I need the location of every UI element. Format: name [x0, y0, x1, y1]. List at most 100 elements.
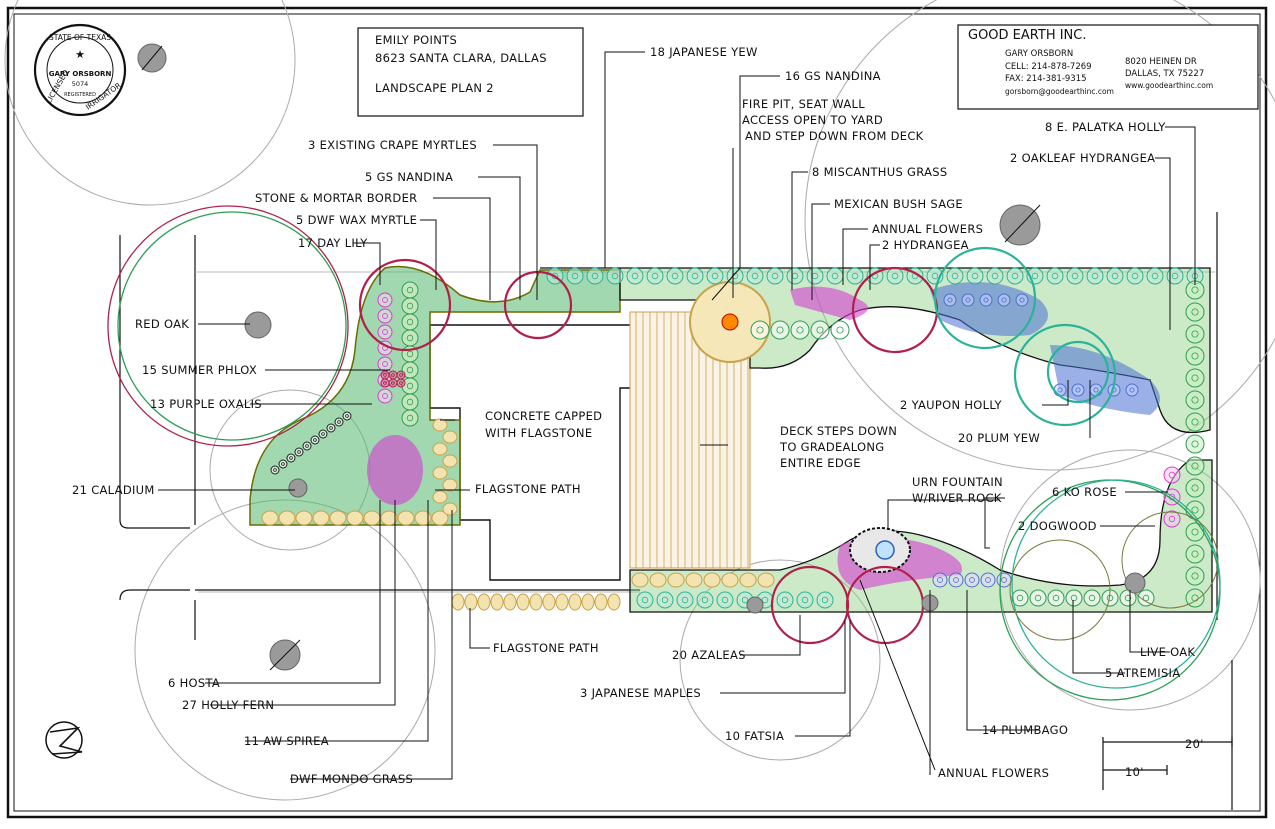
label-caladium: 21 CALADIUM: [72, 483, 155, 497]
shrub-symbol: [1006, 267, 1024, 285]
shrub-symbol: [1185, 346, 1205, 366]
shrub-symbol: [377, 308, 393, 324]
shrub-symbol: [310, 435, 320, 445]
shrub-symbol: [806, 267, 824, 285]
shrub-symbol: [401, 313, 419, 331]
label-annual-flowers-bottom: ANNUAL FLOWERS: [938, 766, 1049, 780]
label-plumbago: 14 PLUMBAGO: [982, 723, 1068, 737]
shrub-symbol: [776, 591, 794, 609]
shrub-symbols: [270, 267, 1205, 609]
label-ko-rose: 6 KO ROSE: [1052, 485, 1117, 499]
company-city: DALLAS, TX 75227: [1125, 69, 1204, 79]
shrub-symbol: [1185, 522, 1205, 542]
shrub-symbol: [1053, 383, 1067, 397]
shrub-symbol: [706, 267, 724, 285]
seal-number: 5074: [72, 80, 89, 88]
flagstone: [442, 454, 458, 468]
company-cell: CELL: 214-878-7269: [1005, 62, 1092, 72]
label-miscanthus: 8 MISCANTHUS GRASS: [812, 165, 947, 179]
shrub-symbol: [790, 320, 810, 340]
flagstone: [363, 510, 381, 526]
flagstone: [431, 510, 449, 526]
label-gs-nandina-5: 5 GS NANDINA: [365, 170, 453, 184]
house-outline: [429, 324, 641, 581]
flagstone: [278, 510, 296, 526]
label-deck-3: ENTIRE EDGE: [780, 456, 861, 470]
shrub-symbol: [946, 267, 964, 285]
shrub-symbol: [1066, 267, 1084, 285]
shrub-symbol: [826, 267, 844, 285]
shrub-symbol: [377, 388, 393, 404]
existing-tree-trunks: [137, 43, 1146, 671]
plan-title: LANDSCAPE PLAN 2: [375, 81, 494, 95]
client-address: 8623 SANTA CLARA, DALLAS: [375, 51, 547, 65]
seal-registered: REGISTERED: [64, 92, 96, 98]
shrub-symbol: [586, 267, 604, 285]
shrub-symbol: [270, 465, 280, 475]
flagstone: [477, 593, 491, 611]
leader-lines: [158, 51, 1196, 780]
company-fax: FAX: 214-381-9315: [1005, 74, 1087, 84]
flagstone: [442, 478, 458, 492]
label-oakleaf: 2 OAKLEAF HYDRANGEA: [1010, 151, 1155, 165]
flagstone: [414, 510, 432, 526]
shrub-symbol: [816, 591, 834, 609]
shrub-symbol: [980, 572, 996, 588]
shrub-symbol: [996, 572, 1012, 588]
shrub-symbol: [766, 267, 784, 285]
flagstone: [757, 572, 775, 588]
flagstone: [432, 466, 448, 480]
shrub-symbol: [1029, 589, 1047, 607]
label-dogwood: 2 DOGWOOD: [1018, 519, 1097, 533]
company-person: GARY ORSBORN: [1005, 49, 1073, 59]
shrub-symbol: [1047, 589, 1065, 607]
shrub-symbol: [796, 591, 814, 609]
seal-top: STATE OF TEXAS: [49, 33, 111, 42]
shrub-symbol: [1185, 390, 1205, 410]
flagstone: [442, 502, 458, 516]
flagstone: [312, 510, 330, 526]
shrub-symbol: [626, 267, 644, 285]
shrub-symbol: [388, 370, 398, 380]
shrub-symbol: [396, 370, 406, 380]
flagstone: [490, 593, 504, 611]
label-red-oak: RED OAK: [135, 317, 189, 331]
flagstone: [667, 572, 685, 588]
shrub-symbol: [1185, 544, 1205, 564]
company-name: GOOD EARTH INC.: [968, 28, 1087, 43]
shrub-symbol: [1126, 267, 1144, 285]
flagstone: [555, 593, 569, 611]
shrub-symbol: [286, 453, 296, 463]
label-crape-myrtles: 3 EXISTING CRAPE MYRTLES: [308, 138, 477, 152]
flagstone: [442, 430, 458, 444]
label-holly-fern: 27 HOLLY FERN: [182, 698, 274, 712]
shrub-symbol: [964, 572, 980, 588]
flagstone: [568, 593, 582, 611]
shrub-symbol: [966, 267, 984, 285]
seal-star-icon: ★: [75, 48, 85, 61]
label-fatsia: 10 FATSIA: [725, 729, 784, 743]
shrub-symbol: [1185, 368, 1205, 388]
shrub-symbol: [1106, 267, 1124, 285]
label-spirea: 11 AW SPIREA: [244, 734, 329, 748]
shrub-symbol: [676, 591, 694, 609]
shrub-symbol: [948, 572, 964, 588]
shrub-symbol: [666, 267, 684, 285]
shrub-symbol: [656, 591, 674, 609]
flagstone: [739, 572, 757, 588]
flagstone: [261, 510, 279, 526]
shrub-symbol: [786, 267, 804, 285]
shrub-symbol: [636, 591, 654, 609]
label-urn-1: URN FOUNTAIN: [912, 475, 1003, 489]
label-fire-pit-1: FIRE PIT, SEAT WALL: [742, 97, 865, 111]
shrub-symbol: [1089, 383, 1103, 397]
shrub-symbol: [696, 591, 714, 609]
label-japanese-yew: 18 JAPANESE YEW: [650, 45, 758, 59]
flagstone: [721, 572, 739, 588]
shrub-symbol: [401, 409, 419, 427]
shrub-symbol: [377, 356, 393, 372]
label-gs-nandina-16: 16 GS NANDINA: [785, 69, 881, 83]
flagstone: [631, 572, 649, 588]
label-deck-2: TO GRADEALONG: [779, 440, 885, 454]
